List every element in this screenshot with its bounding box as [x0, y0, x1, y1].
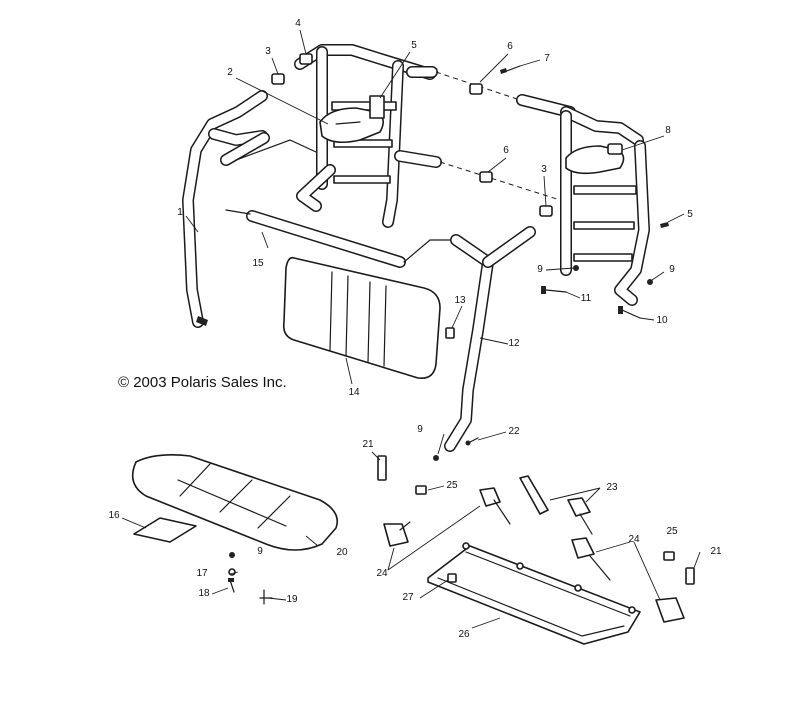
callout-13: 13: [454, 295, 466, 306]
seat-belt-buckle-left-24: [383, 521, 411, 547]
bushing-6: [469, 83, 493, 183]
callout-8: 8: [665, 125, 671, 136]
callout-10: 10: [656, 315, 668, 326]
callout-6-lower: 6: [503, 145, 509, 156]
callout-6: 6: [507, 41, 513, 52]
callout-2: 2: [227, 67, 233, 78]
callout-9-b: 9: [669, 264, 675, 275]
tube-cap-8: [607, 143, 623, 155]
roll-bar-left: [182, 90, 270, 328]
bushing-3: [271, 73, 285, 85]
callout-24-right: 24: [628, 534, 640, 545]
callout-16: 16: [108, 510, 120, 521]
cross-tube-middle: [394, 150, 561, 201]
callout-1: 1: [177, 207, 183, 218]
rear-bar-12: [444, 226, 536, 452]
callout-26: 26: [458, 629, 470, 640]
seat-belt-24-right: [571, 537, 685, 623]
copyright-notice: © 2003 Polaris Sales Inc.: [118, 374, 287, 391]
callout-24-left: 24: [376, 568, 388, 579]
callout-27: 27: [402, 592, 414, 603]
bolt-22: [465, 437, 479, 446]
callout-17: 17: [196, 568, 208, 579]
callout-11: 11: [580, 293, 592, 304]
nuts-25: [415, 485, 675, 561]
callout-22: 22: [508, 426, 520, 437]
bracket-5: [369, 95, 385, 119]
callout-19: 19: [286, 594, 298, 605]
callout-7: 7: [544, 53, 550, 64]
bolt-11: [541, 286, 567, 294]
label-16: [133, 517, 197, 543]
bumper-27: [447, 573, 457, 583]
callout-20: 20: [336, 547, 348, 558]
callout-9-a: 9: [537, 264, 543, 275]
callout-25: 25: [446, 480, 458, 491]
screw-5-right: [660, 222, 669, 228]
callout-4: 4: [295, 18, 301, 29]
callout-15: 15: [252, 258, 264, 269]
callout-5-right: 5: [687, 209, 693, 220]
callout-3: 3: [265, 46, 271, 57]
seat-belts-23: [519, 475, 593, 535]
upper-hoop-right: [560, 106, 650, 306]
screw-7: [500, 65, 521, 74]
leader-lines: [121, 29, 701, 629]
grab-handle-2: [319, 107, 384, 144]
callout-12: 12: [508, 338, 520, 349]
upper-hoop-left: [294, 44, 436, 228]
callout-5: 5: [411, 40, 417, 51]
callout-9-d: 9: [257, 546, 263, 557]
callout-14: 14: [348, 387, 360, 398]
seat-hardware-17-18-19: [228, 552, 273, 605]
bolt-1: [196, 316, 208, 326]
cross-tube-15: [246, 210, 406, 268]
plug-13: [445, 327, 455, 339]
floor-outline: [225, 139, 453, 263]
tube-cap-4: [299, 53, 313, 65]
callout-23: 23: [606, 482, 618, 493]
nuts-9: [433, 265, 653, 461]
bolt-10: [618, 306, 641, 319]
callout-25-right: 25: [666, 526, 678, 537]
callout-21: 21: [362, 439, 374, 450]
cross-tube-upper: [406, 66, 576, 118]
bushing-3-right: [539, 205, 553, 217]
callout-3-right: 3: [541, 164, 547, 175]
callout-18: 18: [198, 588, 210, 599]
callout-9-c: 9: [417, 424, 423, 435]
seat-back-14: [282, 256, 441, 380]
seat-bottom-20: [131, 454, 339, 551]
seat-belt-latch-25: [479, 487, 511, 525]
seat-base-26: [427, 542, 641, 645]
bolts-21: [377, 455, 695, 585]
callout-21-right: 21: [710, 546, 722, 557]
